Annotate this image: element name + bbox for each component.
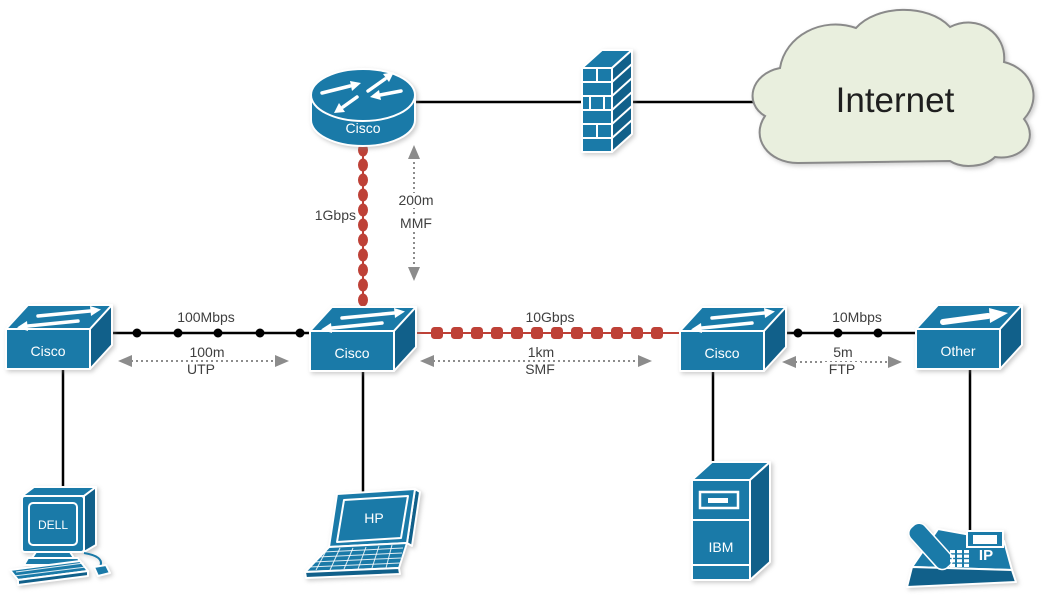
label-left-speed: 100Mbps [177, 309, 235, 325]
label-right-speed: 10Gbps [525, 309, 574, 325]
server-icon [691, 461, 771, 581]
firewall-icon [581, 49, 633, 153]
switch-core-label: Cisco [334, 345, 369, 361]
label-uplink-medium: MMF [400, 215, 432, 231]
switch-left-label: Cisco [30, 343, 65, 359]
desktop-icon [9, 486, 111, 586]
label-other-medium: FTP [829, 361, 855, 377]
laptop-icon [304, 488, 421, 579]
measure-arrow-mmf [408, 145, 420, 281]
link-segment-left [110, 328, 312, 338]
switch-left: Cisco [5, 304, 113, 370]
label-uplink-distance: 200m [398, 192, 433, 208]
switch-other-label: Other [940, 343, 975, 359]
router-cisco: Cisco [310, 68, 416, 147]
link-segment-right-fiber [416, 327, 680, 339]
fiber-beads-horizontal [431, 327, 663, 339]
firewall-brick-lines [582, 63, 633, 139]
desktop-label: DELL [38, 518, 68, 532]
switch-other-arrow-icon [940, 308, 1008, 325]
ip-phone-icon [906, 522, 1017, 588]
laptop-label: HP [364, 510, 383, 526]
router-arrows [320, 72, 403, 113]
ip-phone: IP [906, 522, 1017, 588]
router-label: Cisco [345, 120, 380, 136]
internet-label: Internet [836, 81, 955, 120]
link-uplink-fiber [358, 143, 368, 318]
measure-arrow-smf [420, 355, 652, 367]
label-left-distance: 100m [189, 344, 224, 360]
laptop-keyboard-grid [308, 544, 404, 571]
switch-other: Other [915, 304, 1023, 370]
switch-core: Cisco [309, 306, 417, 372]
label-left-medium: UTP [187, 361, 215, 377]
desktop-pc: DELL [9, 486, 111, 586]
measure-arrow-utp [118, 355, 289, 367]
phone-keypad [950, 550, 969, 567]
switch-right-label: Cisco [704, 345, 739, 361]
cloud-icon [751, 8, 1035, 167]
laptop: HP [304, 488, 421, 579]
fiber-beads-vertical [358, 143, 368, 307]
label-uplink-speed: 1Gbps [315, 207, 356, 223]
link-segment-other [786, 328, 918, 338]
switch-icon [915, 304, 1023, 370]
label-right-medium: SMF [525, 361, 555, 377]
server-label: IBM [709, 539, 734, 555]
link-labels: 1Gbps 200m MMF 100Mbps 100m UTP 10Gbps 1… [177, 192, 882, 377]
ip-phone-label: IP [979, 547, 993, 564]
server: IBM [691, 461, 771, 581]
label-other-speed: 10Mbps [832, 309, 882, 325]
internet-cloud: Internet [751, 8, 1035, 167]
switch-right: Cisco [679, 306, 787, 372]
label-other-distance: 5m [833, 344, 852, 360]
label-right-distance: 1km [528, 344, 554, 360]
